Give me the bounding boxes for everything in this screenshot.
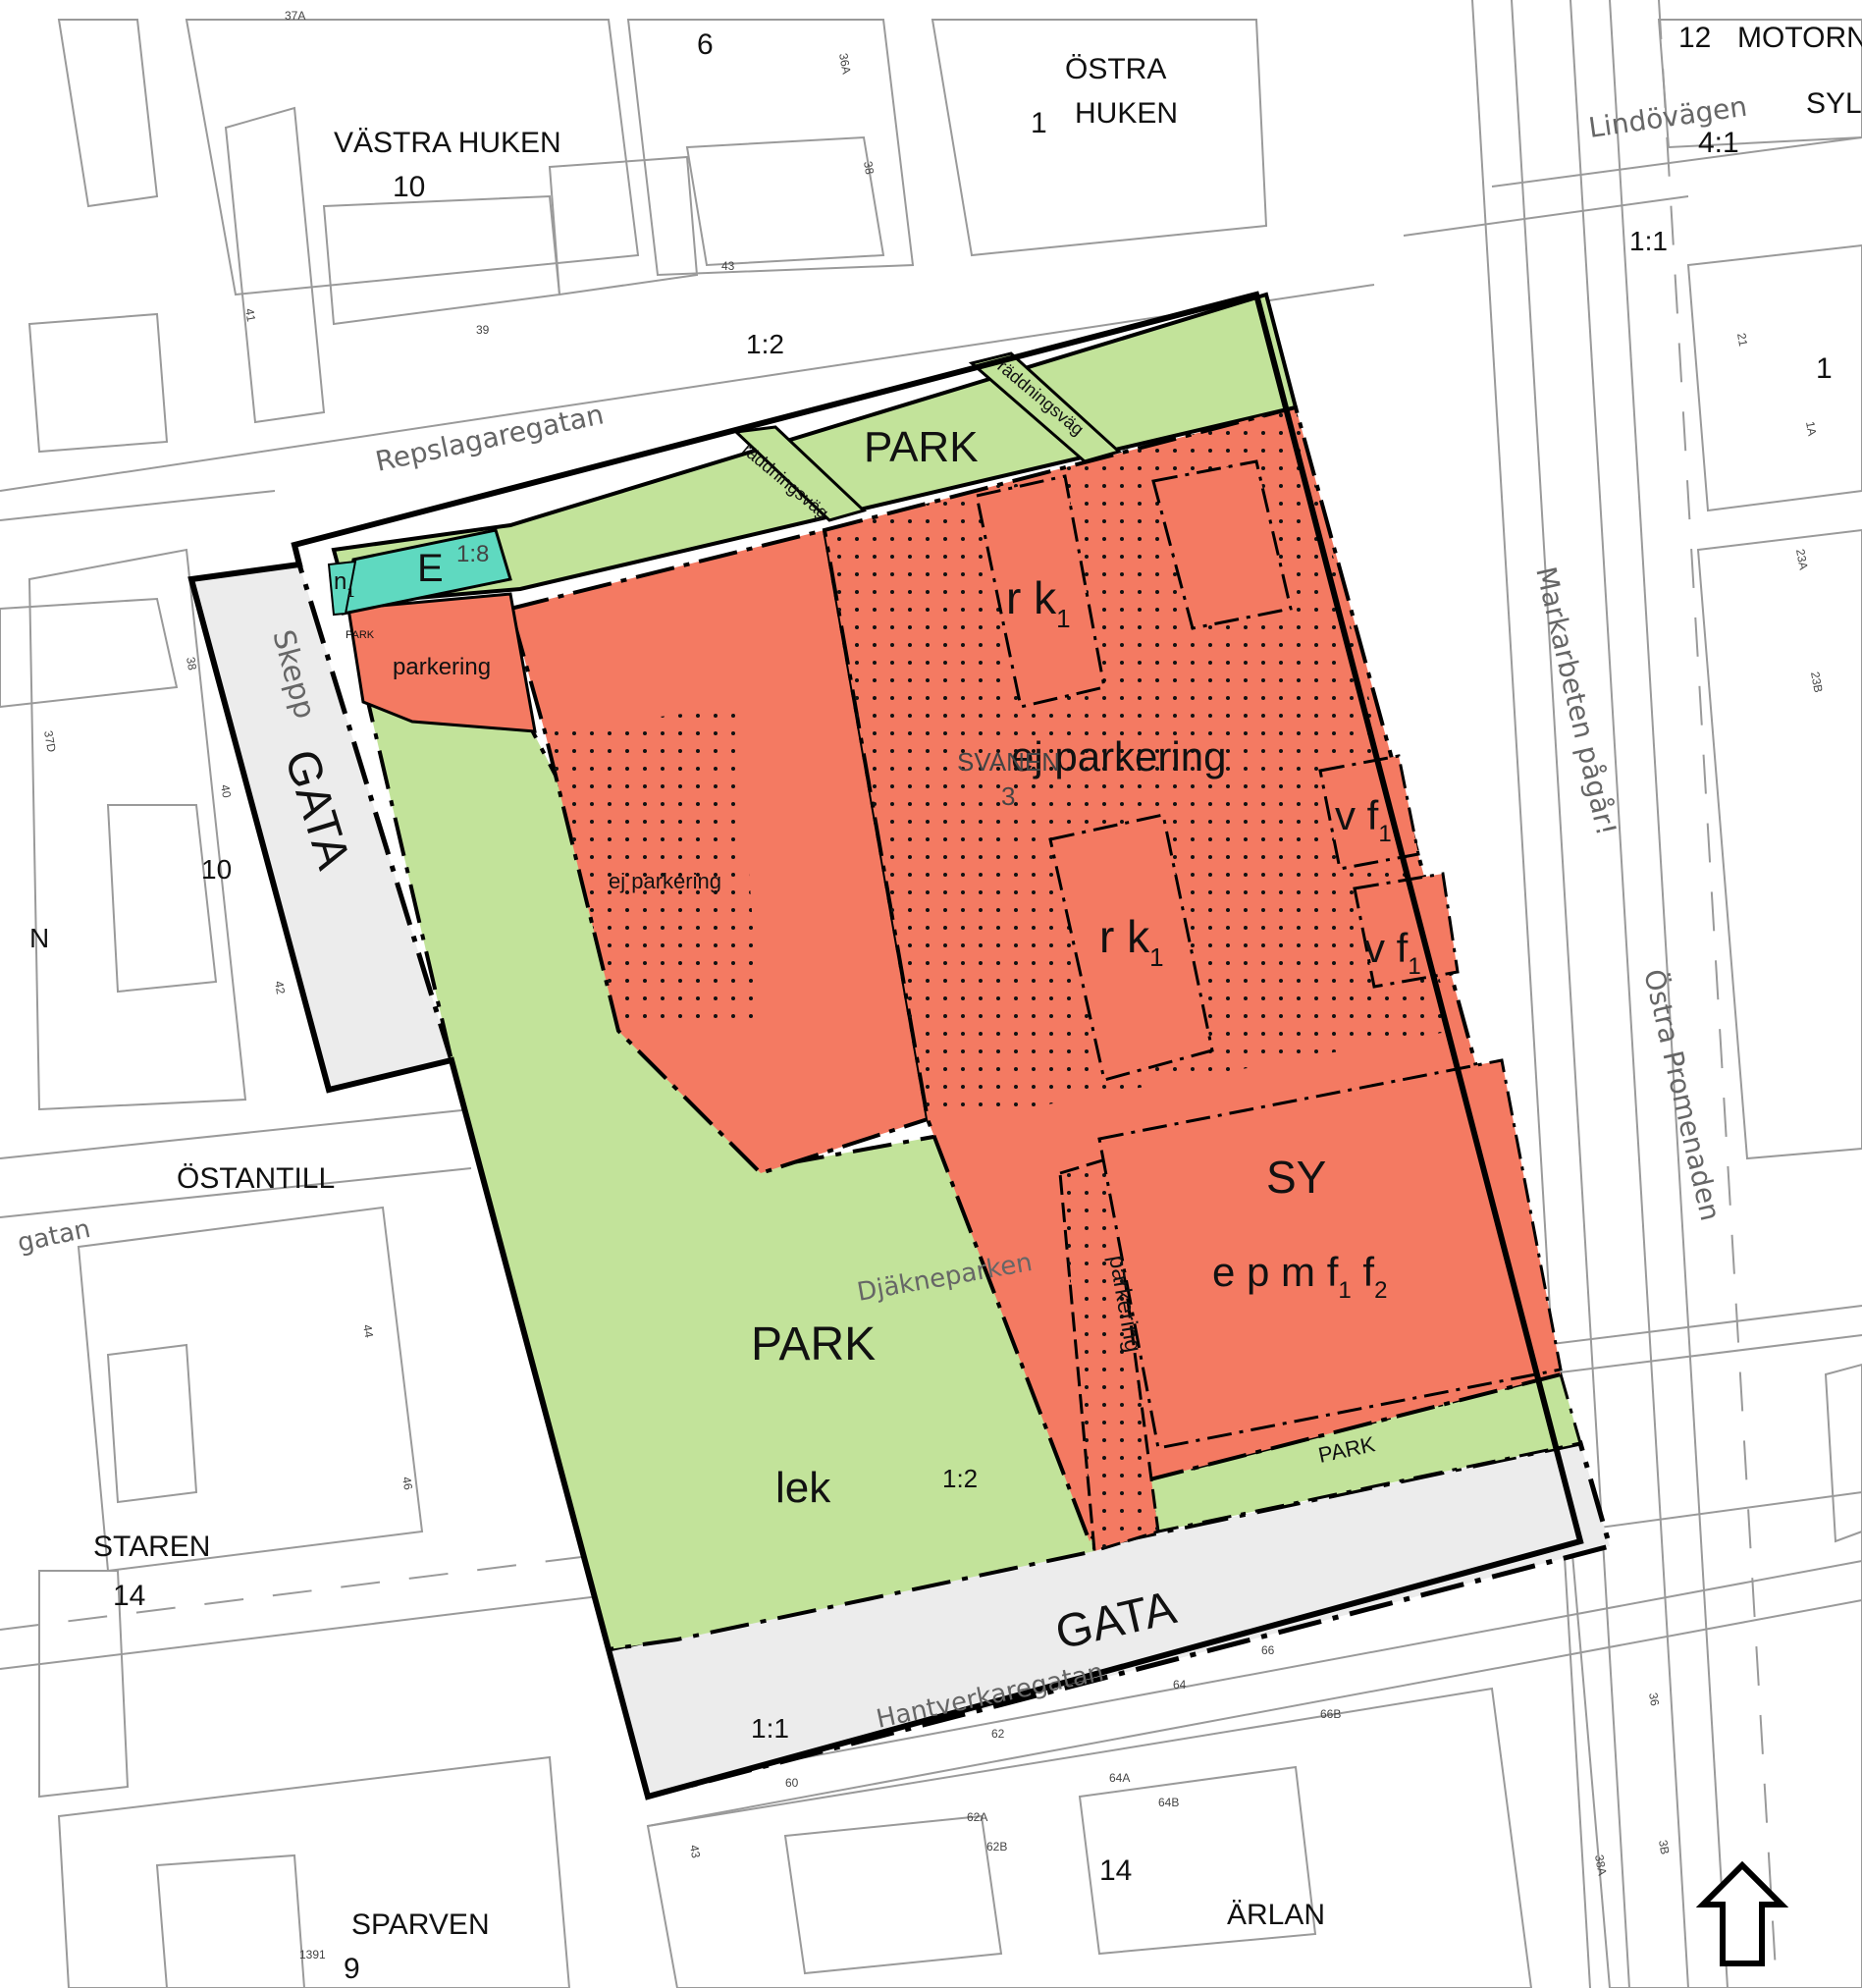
block-ostantill-label: ÖSTANTILL [177,1162,335,1195]
svg-text:3B: 3B [1656,1839,1672,1855]
svg-text:37D: 37D [41,729,59,753]
scale-n-label: 1:2 [746,329,784,359]
north-arrow-icon [1695,1860,1789,1966]
svg-text:36: 36 [1646,1692,1662,1707]
svg-text:1A: 1A [1803,420,1819,437]
svg-text:43: 43 [687,1844,703,1859]
lindovagen-number-label: 4:1 [1698,127,1739,159]
e-area-scale-label: 1:8 [456,541,489,567]
block-arlan-label: ÄRLAN [1227,1899,1325,1931]
svg-text:42: 42 [272,980,288,995]
svg-text:64A: 64A [1109,1771,1130,1785]
svg-text:43: 43 [721,259,735,273]
rk1-mid-label: r k1 [1099,911,1164,972]
block-sparven-label: SPARVEN [351,1908,490,1941]
park-small-label: PARK [346,629,375,641]
vf1-b-label: v f1 [1364,925,1421,980]
block-sparven-number: 9 [344,1953,360,1985]
svg-text:64B: 64B [1158,1796,1179,1809]
svg-text:37A: 37A [285,9,305,23]
rk1-top-label: r k1 [1006,572,1071,633]
svg-text:62: 62 [991,1727,1005,1741]
block-motorn-label: MOTORN [1737,22,1862,54]
dotted-area-west [545,707,761,1031]
block-12-label: 12 [1678,22,1711,54]
svg-text:46: 46 [399,1476,415,1491]
svanen-label: SVANEN [957,747,1060,777]
ej-parkering-main-label: ej parkering [1011,733,1226,779]
raddningsvag-strip-1 [732,425,867,522]
e-area-label: E [417,547,444,590]
svg-text:64: 64 [1173,1678,1187,1692]
svg-text:38A: 38A [1592,1854,1609,1876]
svg-text:62A: 62A [967,1810,987,1824]
block-staren-number: 14 [113,1580,145,1612]
svg-text:60: 60 [785,1776,799,1790]
block-huken-label: HUKEN [1075,97,1178,130]
scale-ne-label: 1:1 [1629,226,1668,256]
parkering-nw-label: parkering [393,654,491,680]
parking-area-nw [346,592,537,733]
sy-label: SY [1266,1152,1326,1203]
vf1-a-label: v f1 [1335,792,1392,847]
dotted-area-parking-se [1060,1158,1158,1551]
svg-text:66: 66 [1261,1643,1275,1657]
park-scale-label: 1:2 [942,1464,978,1493]
block-1-east-label: 1 [1816,352,1833,385]
svg-text:38: 38 [861,160,877,176]
svg-text:39: 39 [476,323,490,337]
park-north-label: PARK [864,423,979,471]
n1-label: n1 [334,568,354,600]
svg-text:23A: 23A [1793,548,1810,570]
svg-text:40: 40 [218,783,234,799]
svg-text:36A: 36A [836,52,853,75]
block-staren-label: STAREN [93,1531,210,1563]
svg-text:1391: 1391 [299,1948,326,1961]
block-arlan-number: 14 [1099,1854,1132,1887]
svg-text:44: 44 [360,1323,376,1339]
dotted-area-main [825,407,1453,1119]
raddningsvag-strip-2 [968,351,1123,463]
block-vastra-huken-label: VÄSTRA HUKEN [334,127,561,159]
plan-boundary [187,291,1584,1800]
svg-text:38: 38 [184,656,199,672]
svg-text:21: 21 [1734,332,1750,348]
block-n-west-label: N [29,923,49,953]
block-vastra-huken-number: 10 [393,171,425,203]
technical-area-n1 [327,560,357,617]
svg-text:62B: 62B [986,1840,1007,1854]
scale-south-label: 1:1 [751,1713,789,1744]
svg-text:41: 41 [242,307,258,323]
block-ostra-huken-number: 1 [1031,107,1047,139]
block-10-west-label: 10 [201,854,232,885]
block-ostra-label: ÖSTRA [1065,53,1166,85]
block-6-label: 6 [697,28,714,61]
svg-text:66B: 66B [1320,1707,1341,1721]
lek-label: lek [775,1464,831,1512]
park-main-label: PARK [751,1318,876,1370]
svg-text:23B: 23B [1808,671,1825,693]
block-syl-label: SYL [1806,87,1862,120]
address-numbers: 37A 36A 38 43 41 39 38 37D 40 42 44 46 2… [41,9,1825,1961]
ej-parkering-west-label: ej parkering [609,869,721,893]
sy-rules-label: e p m f1 f2 [1212,1249,1387,1304]
svanen-number-label: 3 [1001,781,1015,811]
